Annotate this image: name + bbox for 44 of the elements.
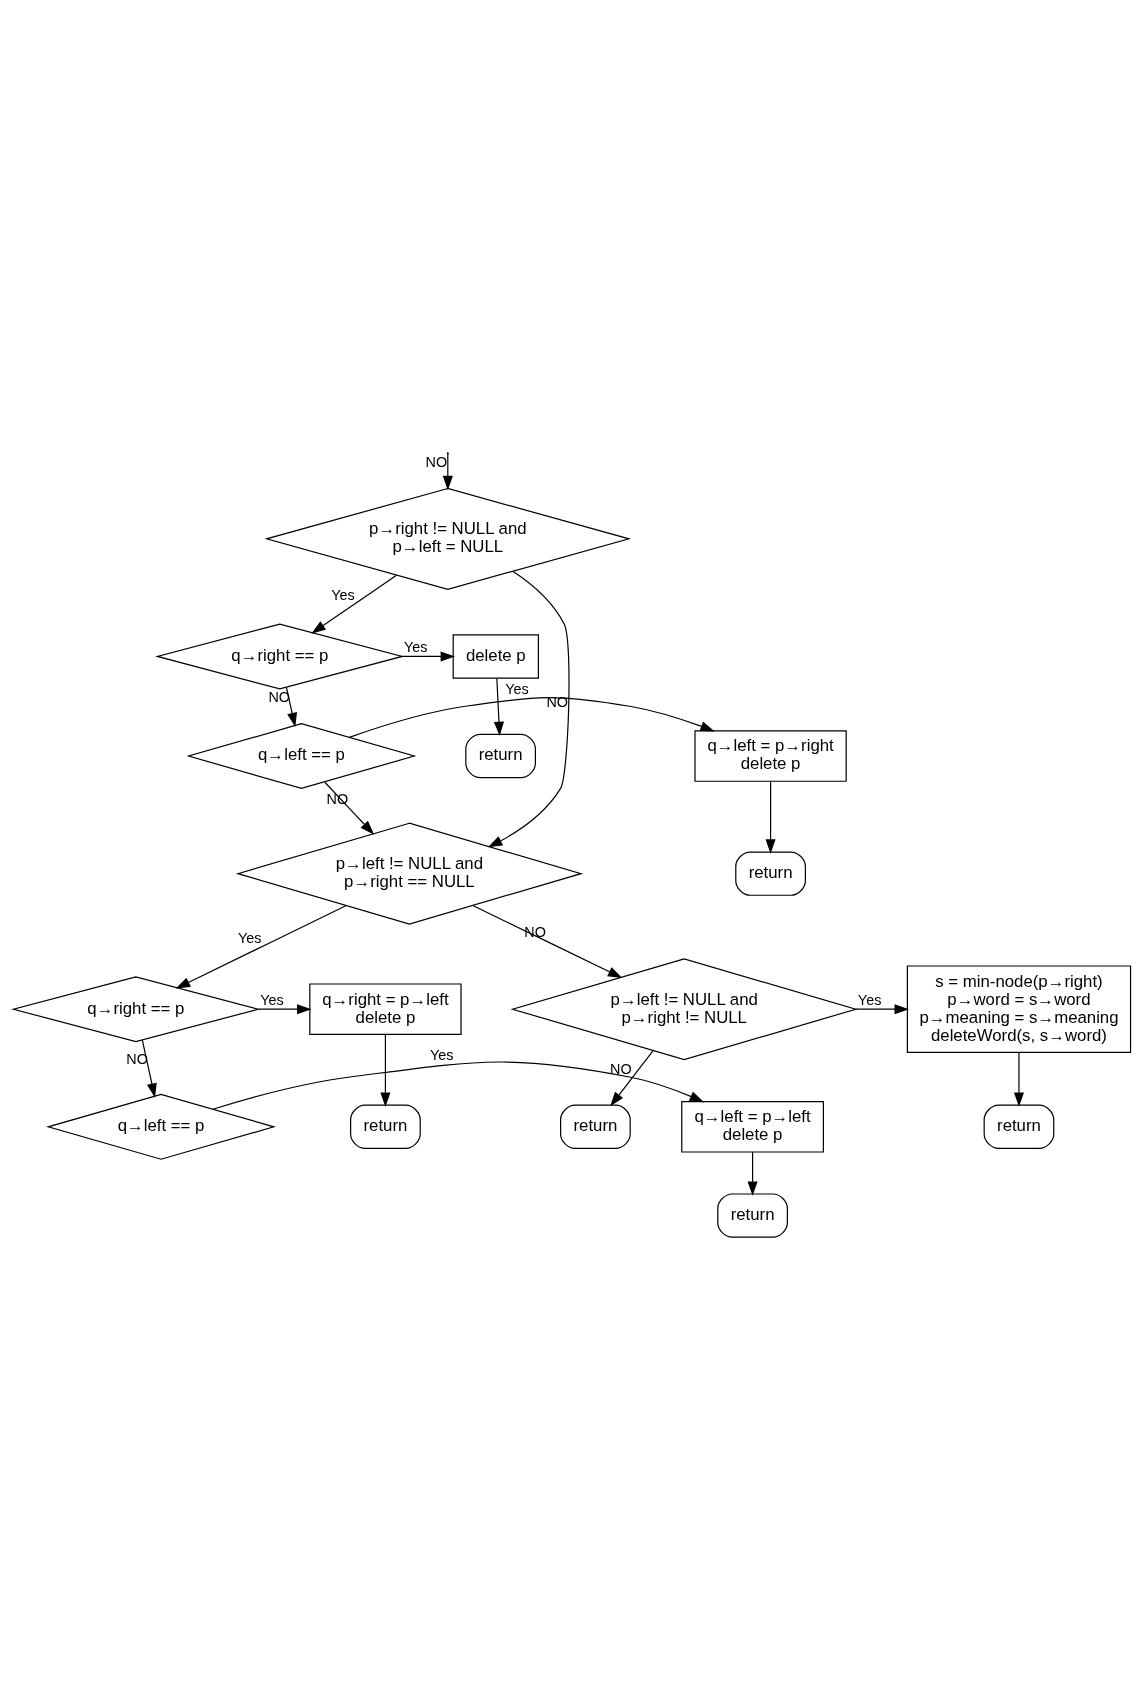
arrow (258, 1004, 312, 1015)
arrow (610, 1050, 654, 1107)
edge-label: Yes (237, 929, 262, 946)
node-box: s = min-node(p→right) p→word = s→word p→meaning = s→meaning deleteWord(s, s→word) (906, 965, 1132, 1053)
arrow (1013, 1052, 1024, 1107)
node-box: delete p (452, 634, 539, 679)
node-box: q→left = p→left delete p (681, 1101, 824, 1153)
arrow (324, 781, 375, 835)
node-diamond: q→left == p (46, 1093, 276, 1160)
node-diamond: p→left != NULL and p→right != NULL (510, 958, 858, 1061)
arrow (348, 697, 715, 738)
node-box: q→right = p→left delete p (309, 983, 462, 1035)
arrow (380, 1034, 391, 1107)
arrow (212, 1061, 705, 1110)
node-box: return (735, 851, 806, 896)
edge-label: Yes (505, 681, 529, 698)
arrow (442, 453, 453, 491)
arrow (472, 904, 623, 978)
edge-label: NO (524, 924, 546, 941)
node-box: return (717, 1193, 788, 1238)
node-box: q→left = p→right delete p (694, 730, 847, 782)
edge-label: Yes (857, 992, 882, 1009)
arrow (285, 686, 298, 728)
arrow (141, 1039, 157, 1098)
node-box: return (560, 1104, 631, 1149)
node-box: return (983, 1104, 1055, 1149)
node-box: return (465, 733, 536, 779)
arrow (175, 904, 347, 989)
arrow (855, 1004, 909, 1015)
node-diamond: p→right != NULL and p→left = NULL (264, 487, 632, 590)
node-diamond: q→left == p (186, 723, 417, 790)
edge-label: Yes (430, 1047, 454, 1064)
arrow (311, 574, 398, 634)
edge-label: NO (610, 1060, 632, 1077)
arrow (401, 651, 455, 662)
arrow (747, 1151, 758, 1196)
arrow (487, 570, 570, 848)
edge-label: NO (546, 693, 568, 710)
edge-label: NO (425, 454, 448, 471)
edge-label: Yes (404, 639, 428, 656)
edge-label: Yes (260, 992, 284, 1009)
node-box: return (350, 1104, 421, 1149)
arrow (765, 781, 776, 854)
arrow (493, 677, 504, 737)
